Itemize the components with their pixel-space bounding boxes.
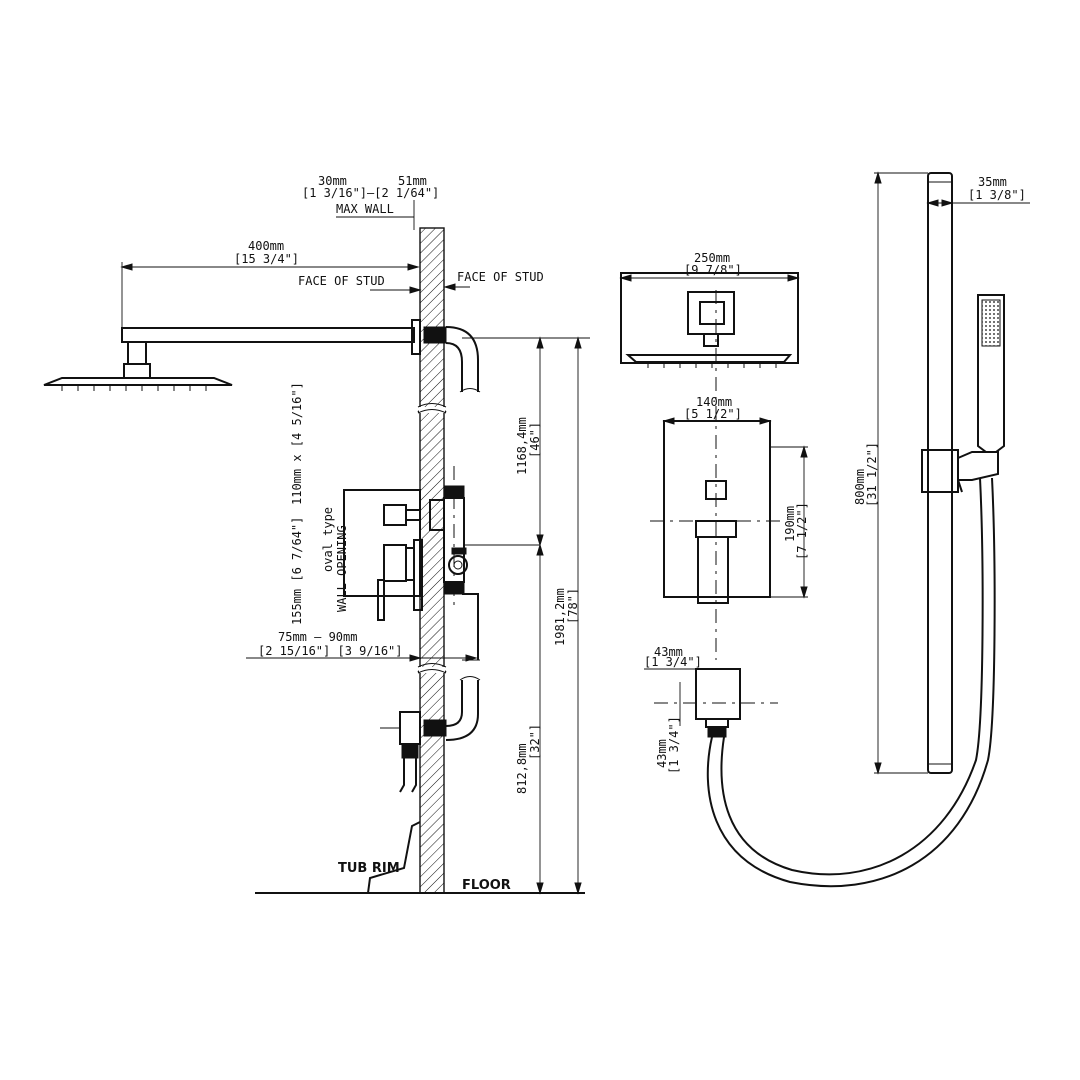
- opening-size-line2: 155mm [6 7/64"]: [290, 517, 304, 625]
- side-view: 30mm 51mm [1 3/16"]—[2 1/64"] MAX WALL 4…: [43, 174, 590, 895]
- slide-bar-view: 35mm [1 3/8"] 800mm [31 1/2"]: [853, 171, 1030, 775]
- face-of-stud-right-label: FACE OF STUD: [457, 270, 544, 284]
- head-to-valve-in-label: [46"]: [528, 422, 542, 458]
- opening-size-line1: 110mm x [4 5/16"]: [290, 382, 304, 505]
- front-views: 250mm [9 7/8"] 140mm [5 1/2"]: [619, 251, 996, 888]
- outlet-width-in-label: [1 3/4"]: [644, 655, 702, 669]
- bar-width-in-label: [1 3/8"]: [968, 188, 1026, 202]
- max-wall-mm2-label: 51mm: [398, 174, 427, 188]
- valve-height-in-label: [32"]: [528, 724, 542, 760]
- depth-in-label: [2 15/16"] [3 9/16"]: [258, 644, 403, 658]
- floor-label: FLOOR: [462, 878, 511, 893]
- max-wall-in-label: [1 3/16"]—[2 1/64"]: [302, 186, 439, 200]
- slide-bracket: [921, 449, 999, 493]
- valve-height-mm-label: 812,8mm: [515, 743, 529, 794]
- slide-bar: [927, 172, 953, 774]
- wall-outlet-front: [654, 668, 778, 738]
- hand-shower: [977, 294, 1005, 453]
- total-height-mm-label: 1981,2mm: [553, 588, 567, 646]
- plate-width-mm-label: 140mm: [696, 395, 732, 409]
- head-width-in-label: [9 7/8"]: [684, 263, 742, 277]
- shower-hose: [706, 477, 996, 888]
- plate-width-in-label: [5 1/2"]: [684, 407, 742, 421]
- head-to-valve-mm-label: 1168,4mm: [515, 417, 529, 475]
- bar-length-mm-label: 800mm: [853, 469, 867, 505]
- wall-opening-label: WALL OPENING: [335, 525, 349, 612]
- valve-trim-plate: [650, 420, 784, 604]
- bar-length-in-label: [31 1/2"]: [865, 442, 879, 507]
- max-wall-label: MAX WALL: [336, 202, 394, 216]
- rain-shower-head-front: [620, 272, 799, 368]
- outlet-height-in-label: [1 3/4"]: [667, 716, 681, 774]
- head-width-mm-label: 250mm: [694, 251, 730, 265]
- plate-height-in-label: [7 1/2"]: [795, 502, 809, 560]
- spray-nozzles: [61, 385, 207, 391]
- valve-assembly-side: [343, 466, 540, 661]
- max-wall-mm-label: 30mm: [318, 174, 347, 188]
- shower-arm: [121, 319, 481, 393]
- total-height-in-label: [78"]: [566, 588, 580, 624]
- outlet-width-mm-label: 43mm: [654, 645, 683, 659]
- depth-mm-label: 75mm — 90mm: [278, 630, 357, 644]
- rain-shower-head-side: [43, 341, 233, 391]
- lower-outlet-side: [380, 676, 481, 793]
- outlet-height-mm-label: 43mm: [655, 739, 669, 768]
- arm-length-in-label: [15 3/4"]: [234, 252, 299, 266]
- arm-length-mm-label: 400mm: [248, 239, 284, 253]
- plate-height-mm-label: 190mm: [783, 506, 797, 542]
- oval-type-label: oval type: [321, 507, 335, 572]
- face-of-stud-left-label: FACE OF STUD: [298, 274, 385, 288]
- bar-width-mm-label: 35mm: [978, 175, 1007, 189]
- tub-rim-label: TUB RIM: [338, 861, 400, 876]
